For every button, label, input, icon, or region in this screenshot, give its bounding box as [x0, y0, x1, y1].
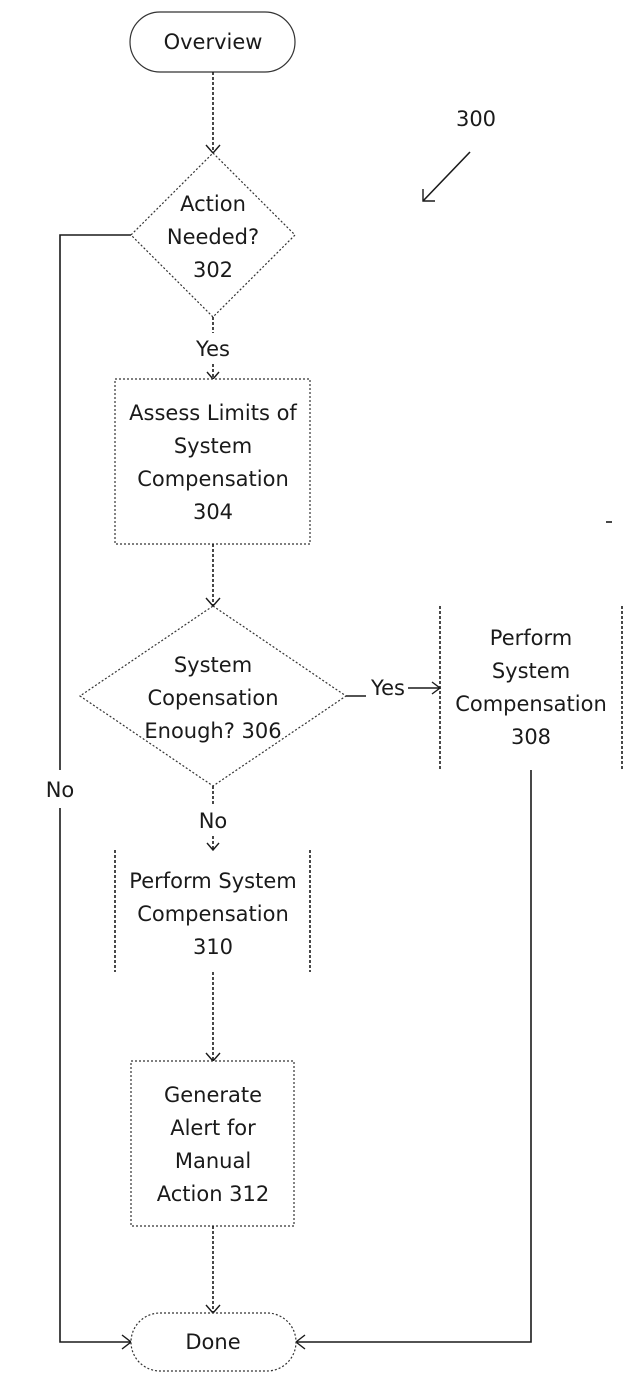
connector-306-no: No	[199, 786, 228, 850]
process-308-line-3: Compensation	[455, 692, 607, 716]
process-308-line-2: System	[492, 659, 570, 683]
decision-306-line-2: Copensation	[147, 686, 278, 710]
connector-312-to-done	[206, 1226, 220, 1313]
decision-action-needed: Action Needed? 302	[131, 153, 295, 317]
connector-310-to-312	[206, 972, 220, 1061]
process-generate-alert: Generate Alert for Manual Action 312	[131, 1061, 294, 1226]
figure-ref-number: 300	[456, 107, 496, 131]
decision-302-line-1: Action	[180, 192, 246, 216]
process-310-line-1: Perform System	[129, 869, 296, 893]
connector-302-yes: Yes	[195, 317, 230, 379]
connector-overview-to-302	[206, 72, 220, 153]
edge-label-no-302: No	[46, 778, 75, 802]
process-312-line-2: Alert for	[170, 1116, 256, 1140]
process-perform-308: Perform System Compensation 308	[440, 606, 622, 770]
process-assess-limits: Assess Limits of System Compensation 304	[115, 379, 310, 544]
start-terminal: Overview	[130, 12, 295, 72]
figure-ref-arrow	[423, 152, 470, 201]
end-terminal: Done	[131, 1313, 296, 1371]
connector-304-to-306	[206, 544, 220, 606]
process-308-line-1: Perform	[490, 626, 572, 650]
start-label: Overview	[164, 30, 263, 54]
process-304-line-1: Assess Limits of	[129, 401, 297, 425]
process-perform-310: Perform System Compensation 310	[115, 850, 310, 972]
decision-302-line-2: Needed?	[167, 225, 259, 249]
decision-compensation-enough: System Copensation Enough? 306	[80, 606, 346, 786]
decision-306-line-1: System	[174, 653, 252, 677]
decision-302-line-3: 302	[193, 258, 233, 282]
process-304-line-4: 304	[193, 500, 233, 524]
connector-308-to-done	[296, 770, 531, 1349]
process-304-line-3: Compensation	[137, 467, 289, 491]
process-308-line-4: 308	[511, 725, 551, 749]
process-310-line-2: Compensation	[137, 902, 289, 926]
process-304-line-2: System	[174, 434, 252, 458]
edge-label-yes-302: Yes	[195, 337, 230, 361]
edge-label-yes-306: Yes	[370, 676, 405, 700]
decision-306-line-3: Enough? 306	[144, 719, 281, 743]
process-312-line-4: Action 312	[157, 1182, 270, 1206]
process-312-line-3: Manual	[175, 1149, 251, 1173]
end-label: Done	[185, 1330, 240, 1354]
process-310-line-3: 310	[193, 935, 233, 959]
edge-label-no-306: No	[199, 809, 228, 833]
connector-306-yes: Yes	[346, 676, 440, 700]
process-312-line-1: Generate	[164, 1083, 262, 1107]
